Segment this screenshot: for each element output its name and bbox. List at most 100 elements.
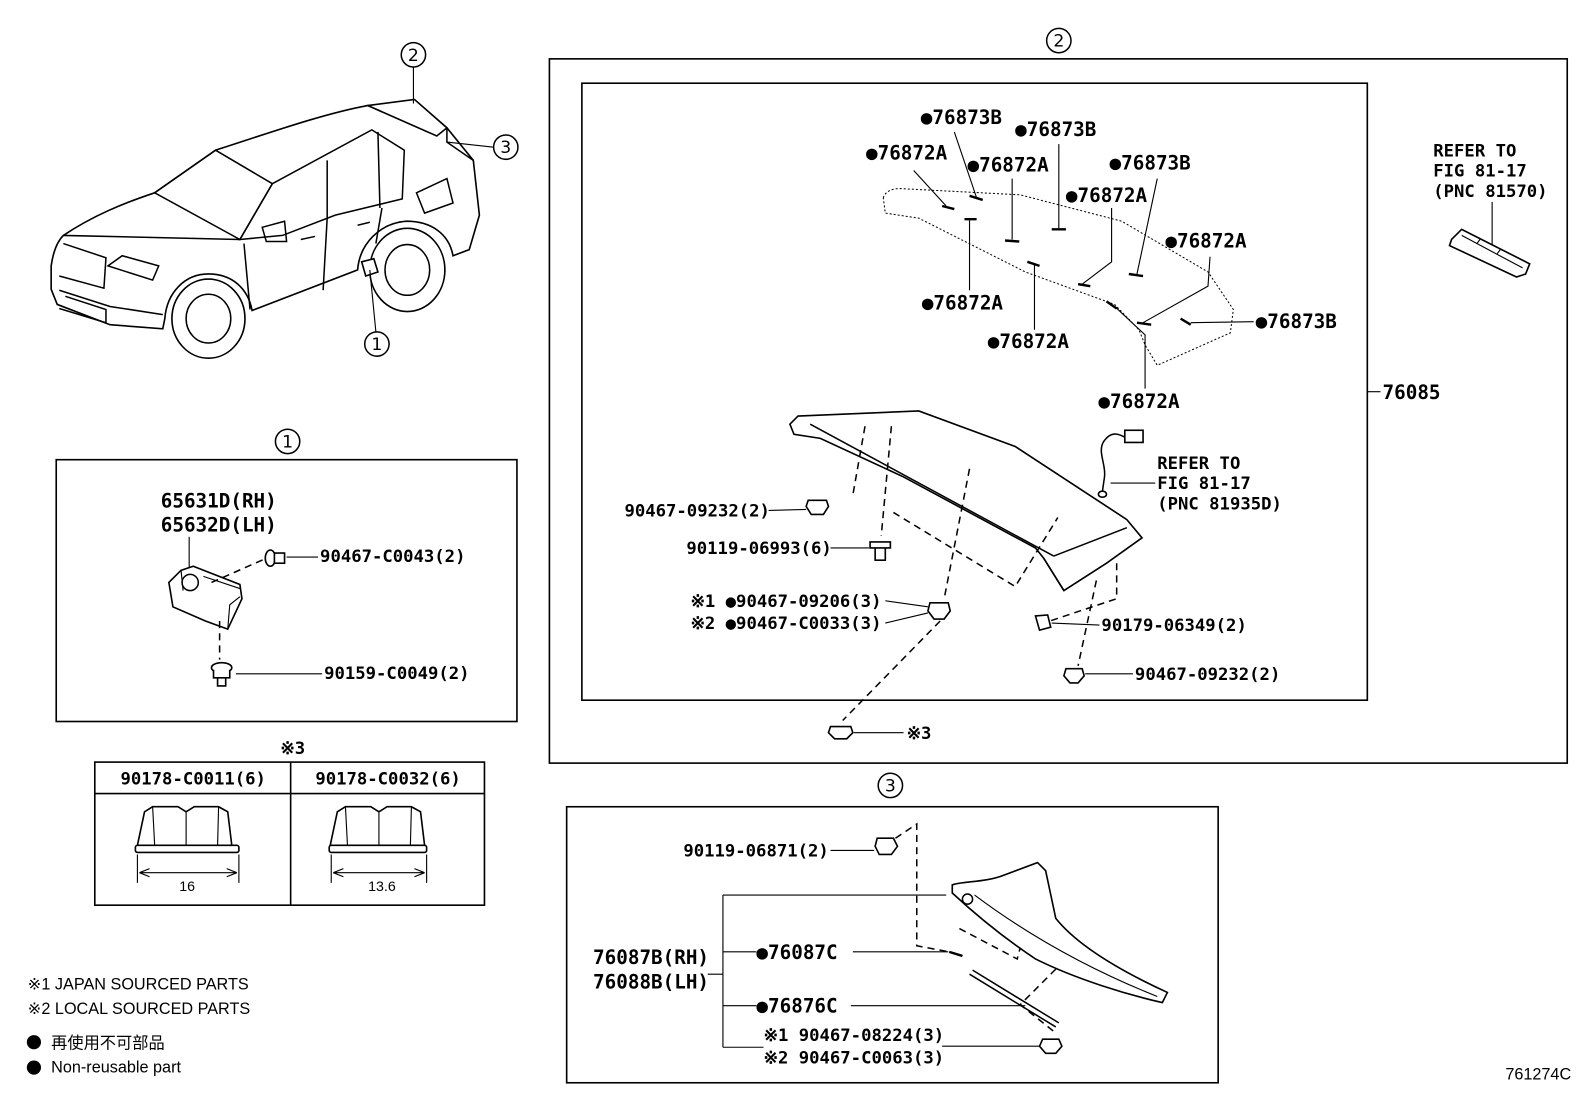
legend-non-reusable-jp: 再使用不可部品 (51, 1034, 165, 1052)
clip-part-body (273, 552, 286, 565)
spoiler-nut-part (1034, 614, 1052, 632)
cover-clip-japan-label: ※1 90467-08224(3) (764, 1026, 945, 1046)
cover-lh-label: 76088B(LH) (593, 970, 709, 993)
nut-table-frame (93, 761, 486, 906)
side-cover-tape (948, 950, 963, 958)
callout-1-number: 1 (371, 335, 382, 355)
clip-local-label: ※2 ●90467-C0033(3) (690, 614, 881, 634)
refer-harness-line-3: (PNC 81935D) (1157, 494, 1282, 514)
stop-lamp-detail (1461, 234, 1523, 269)
refer-harness-line-1: REFER TO (1157, 454, 1240, 474)
section-3-title: 3 (885, 777, 896, 797)
legend-non-reusable-en: Non-reusable part (51, 1059, 181, 1077)
tape-label-11: ●76872A (1098, 390, 1180, 413)
section-1-title-circle (274, 428, 301, 455)
tape-label-9: ●76873B (1256, 310, 1337, 333)
vehicle-grille (59, 242, 107, 290)
spoiler-screw-part (869, 541, 892, 561)
clip-japan-label: ※1 ●90467-09206(3) (690, 592, 881, 612)
legend-note-2: ※2 LOCAL SOURCED PARTS (28, 1000, 251, 1018)
cover-tape-lower-label: ●76876C (756, 995, 837, 1018)
cover-clip-local-label: ※2 90467-C0063(3) (764, 1048, 945, 1068)
clip-center-leaders (885, 600, 929, 624)
nut-13-6-dimension (330, 854, 428, 883)
vehicle-body-outline (50, 100, 481, 330)
callout-3-number: 3 (500, 138, 511, 158)
vehicle-rear-lamp (415, 177, 454, 215)
nut-16-flange (134, 844, 240, 854)
clip-lower-part (1062, 667, 1086, 684)
clip-lower-label: 90467-09232(2) (1135, 665, 1280, 685)
section-2-title: 2 (1053, 32, 1064, 52)
flange-nut-note: ※3 (907, 724, 932, 744)
nut-13-6-faces (344, 806, 412, 846)
clip-upper-label: 90467-09232(2) (625, 502, 770, 522)
section-1-frame (55, 458, 518, 723)
clip-upper-leader (768, 508, 807, 511)
vehicle-front-rim (185, 293, 232, 344)
vehicle-front-bumper (59, 289, 163, 324)
vehicle-rear-rim (384, 243, 431, 297)
note-3-title: ※3 (280, 739, 305, 759)
callout-3-leader (446, 141, 494, 148)
section-1-title: 1 (282, 433, 293, 453)
nut-table-header-1: 90178-C0011(6) (121, 769, 266, 789)
spoiler-nut-label: 90179-06349(2) (1101, 616, 1246, 636)
section-2-title-circle (1045, 27, 1072, 54)
legend-dot-jp (26, 1035, 42, 1050)
vehicle-door-lines (243, 207, 383, 310)
clip-center-part (927, 601, 952, 620)
cover-lower-clip-part (1038, 1038, 1063, 1055)
callout-1-leader (369, 269, 377, 332)
bracket-rh-label: 65631D(RH) (161, 489, 277, 512)
spoiler-side-cover-part (951, 861, 1169, 1004)
tape-label-1: ●76873B (921, 106, 1002, 129)
vehicle-mudguard-mark (360, 257, 379, 278)
tape-label-6: ●76872A (1066, 184, 1148, 207)
bracket-lh-label: 65632D(LH) (161, 514, 277, 537)
clip-assembly-dash (211, 558, 265, 584)
nut-13-6-flange (328, 844, 428, 854)
clip-label: 90467-C0043(2) (320, 547, 465, 567)
vehicle-overview: 2 3 1 (50, 41, 519, 360)
callout-3-circle (492, 134, 519, 161)
cover-bracket (707, 894, 947, 1048)
tape-label-4: ●76872A (967, 153, 1049, 176)
refer-upper-line-2: FIG 81-17 (1433, 162, 1526, 182)
tape-label-8: ●76872A (922, 292, 1004, 315)
tape-label-2: ●76873B (1015, 118, 1096, 141)
legend-dot-en (26, 1060, 42, 1075)
clip-upper-part (805, 499, 830, 516)
spoiler-screw-label: 90119-06993(6) (686, 539, 831, 559)
rear-spoiler-edge (809, 423, 1128, 592)
legend: ※1 JAPAN SOURCED PARTS ※2 LOCAL SOURCED … (26, 975, 251, 1077)
section-3-title-circle (877, 772, 904, 799)
refer-upper-line-3: (PNC 81570) (1433, 182, 1547, 202)
nut-table-header-2: 90178-C0032(6) (315, 769, 460, 789)
side-cover-hole (961, 893, 974, 905)
vehicle-door-handles (300, 221, 370, 241)
section-1-mudguard: 1 65631D(RH) 65632D(LH) 90467-C0043(2) 9… (55, 428, 518, 723)
vehicle-pillars (326, 131, 381, 219)
tape-label-5: ●76873B (1110, 151, 1191, 174)
assembly-label: 76085 (1383, 381, 1441, 404)
vehicle-headlight (106, 254, 160, 282)
cover-tape-upper-label: ●76087C (756, 941, 837, 964)
vehicle-front-tire (171, 278, 246, 360)
harness-plug (1097, 490, 1108, 499)
screw-label: 90159-C0049(2) (324, 664, 469, 684)
vehicle-hood-line (63, 234, 240, 241)
vehicle-mirror (261, 220, 288, 243)
diagram-code: 761274C (1505, 1066, 1571, 1084)
note-3-nut-table: ※3 90178-C0011(6) 90178-C0032(6) 16 13.6 (93, 739, 486, 906)
rear-spoiler-part (788, 410, 1144, 592)
section-3-side-cover: 3 90119-06871(2) 76087B(RH) 76088B(LH) ●… (565, 772, 1219, 1084)
wire-harness (1100, 433, 1128, 492)
tape-leaders (913, 131, 1254, 389)
nut-16-dimension (136, 854, 240, 883)
section-3-frame (565, 805, 1219, 1084)
side-cover-strip (969, 969, 1060, 1028)
refer-harness-line-2: FIG 81-17 (1157, 474, 1250, 494)
section-2-rear-spoiler: 2 76085 ●76873B ●76873B ●76872A ●76872A … (548, 27, 1569, 764)
